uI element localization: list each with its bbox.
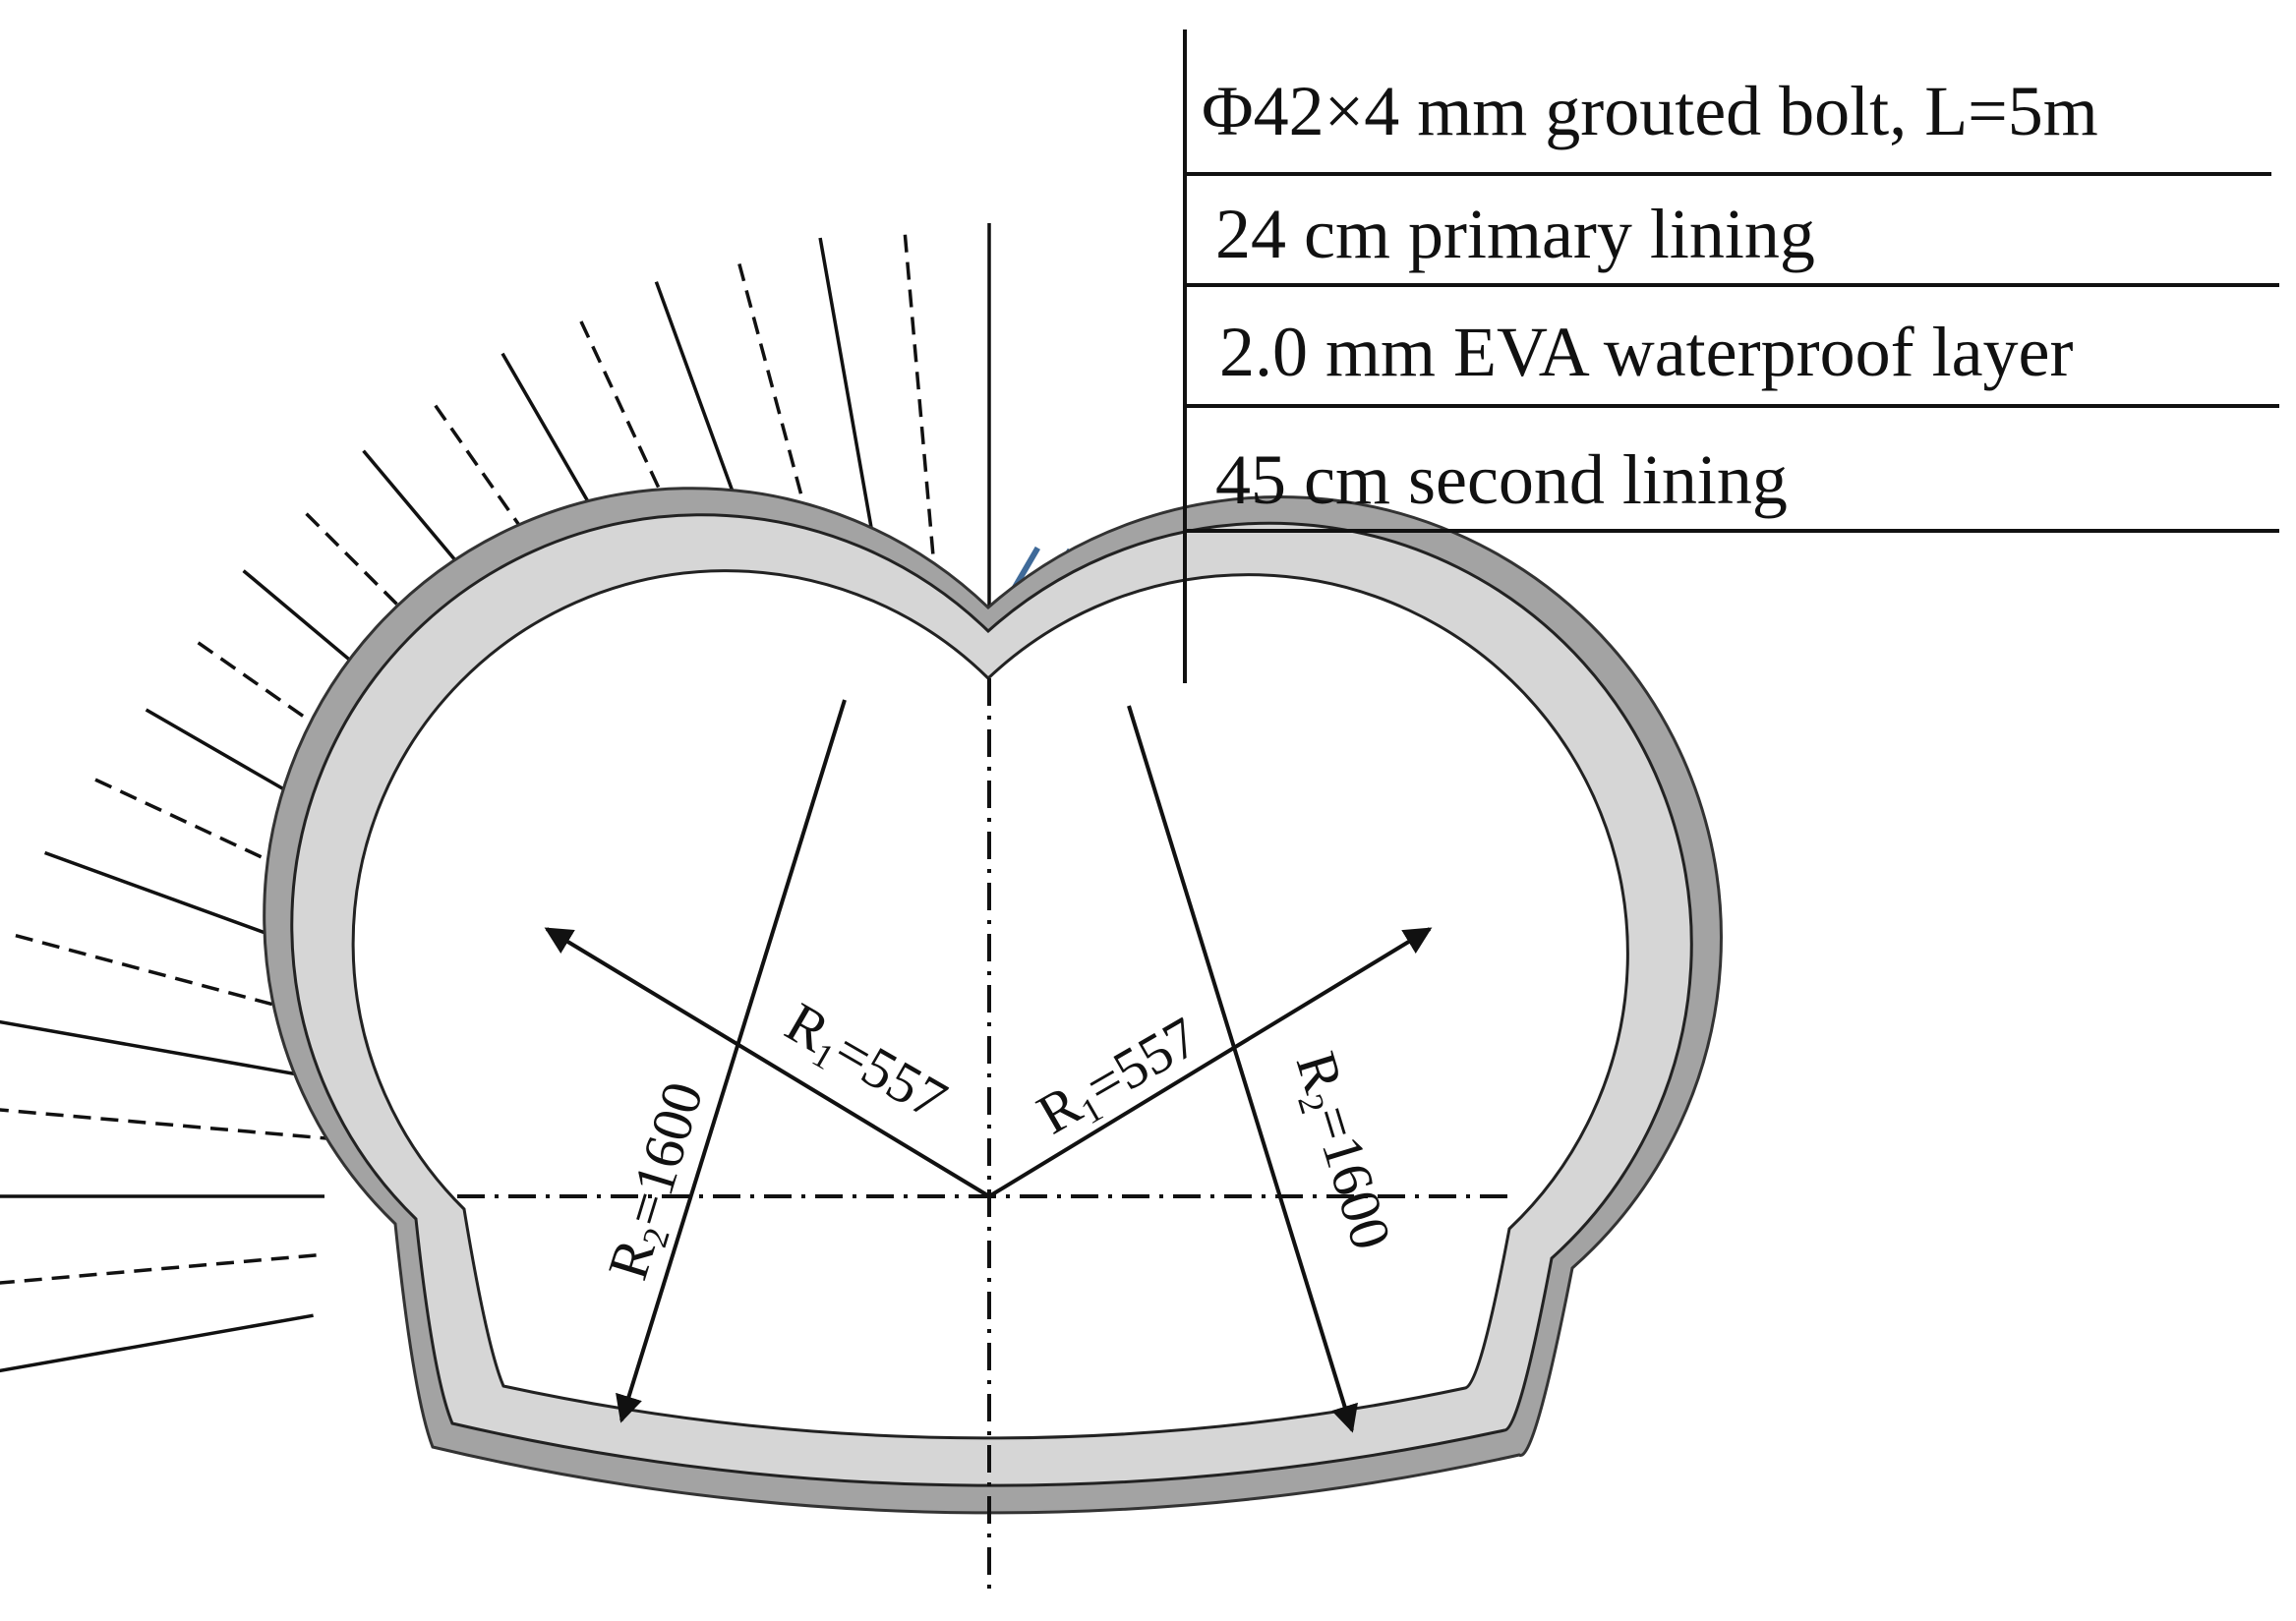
legend-primary-lining-label: 24 cm primary lining [1215, 195, 1815, 273]
r1-left-arrow [544, 927, 991, 1198]
grouted-bolt [902, 226, 940, 609]
grouted-bolt [0, 1253, 317, 1285]
dimension-arrows [544, 699, 1433, 1433]
r1-right-arrow [987, 927, 1433, 1198]
legend-bolt-label: Φ42×4 mm grouted bolt, L=5m [1202, 72, 2098, 150]
r2-right-arrow [1127, 705, 1358, 1433]
legend-eva-layer-label: 2.0 mm EVA waterproof layer [1219, 313, 2073, 391]
legend-second-lining-label: 45 cm second lining [1215, 440, 1788, 519]
legend-table [1183, 29, 2279, 683]
grouted-bolt [0, 1108, 338, 1141]
r2-left-arrow [616, 699, 847, 1423]
grouted-bolt [0, 1313, 314, 1373]
tunnel-lining [263, 487, 1723, 1515]
